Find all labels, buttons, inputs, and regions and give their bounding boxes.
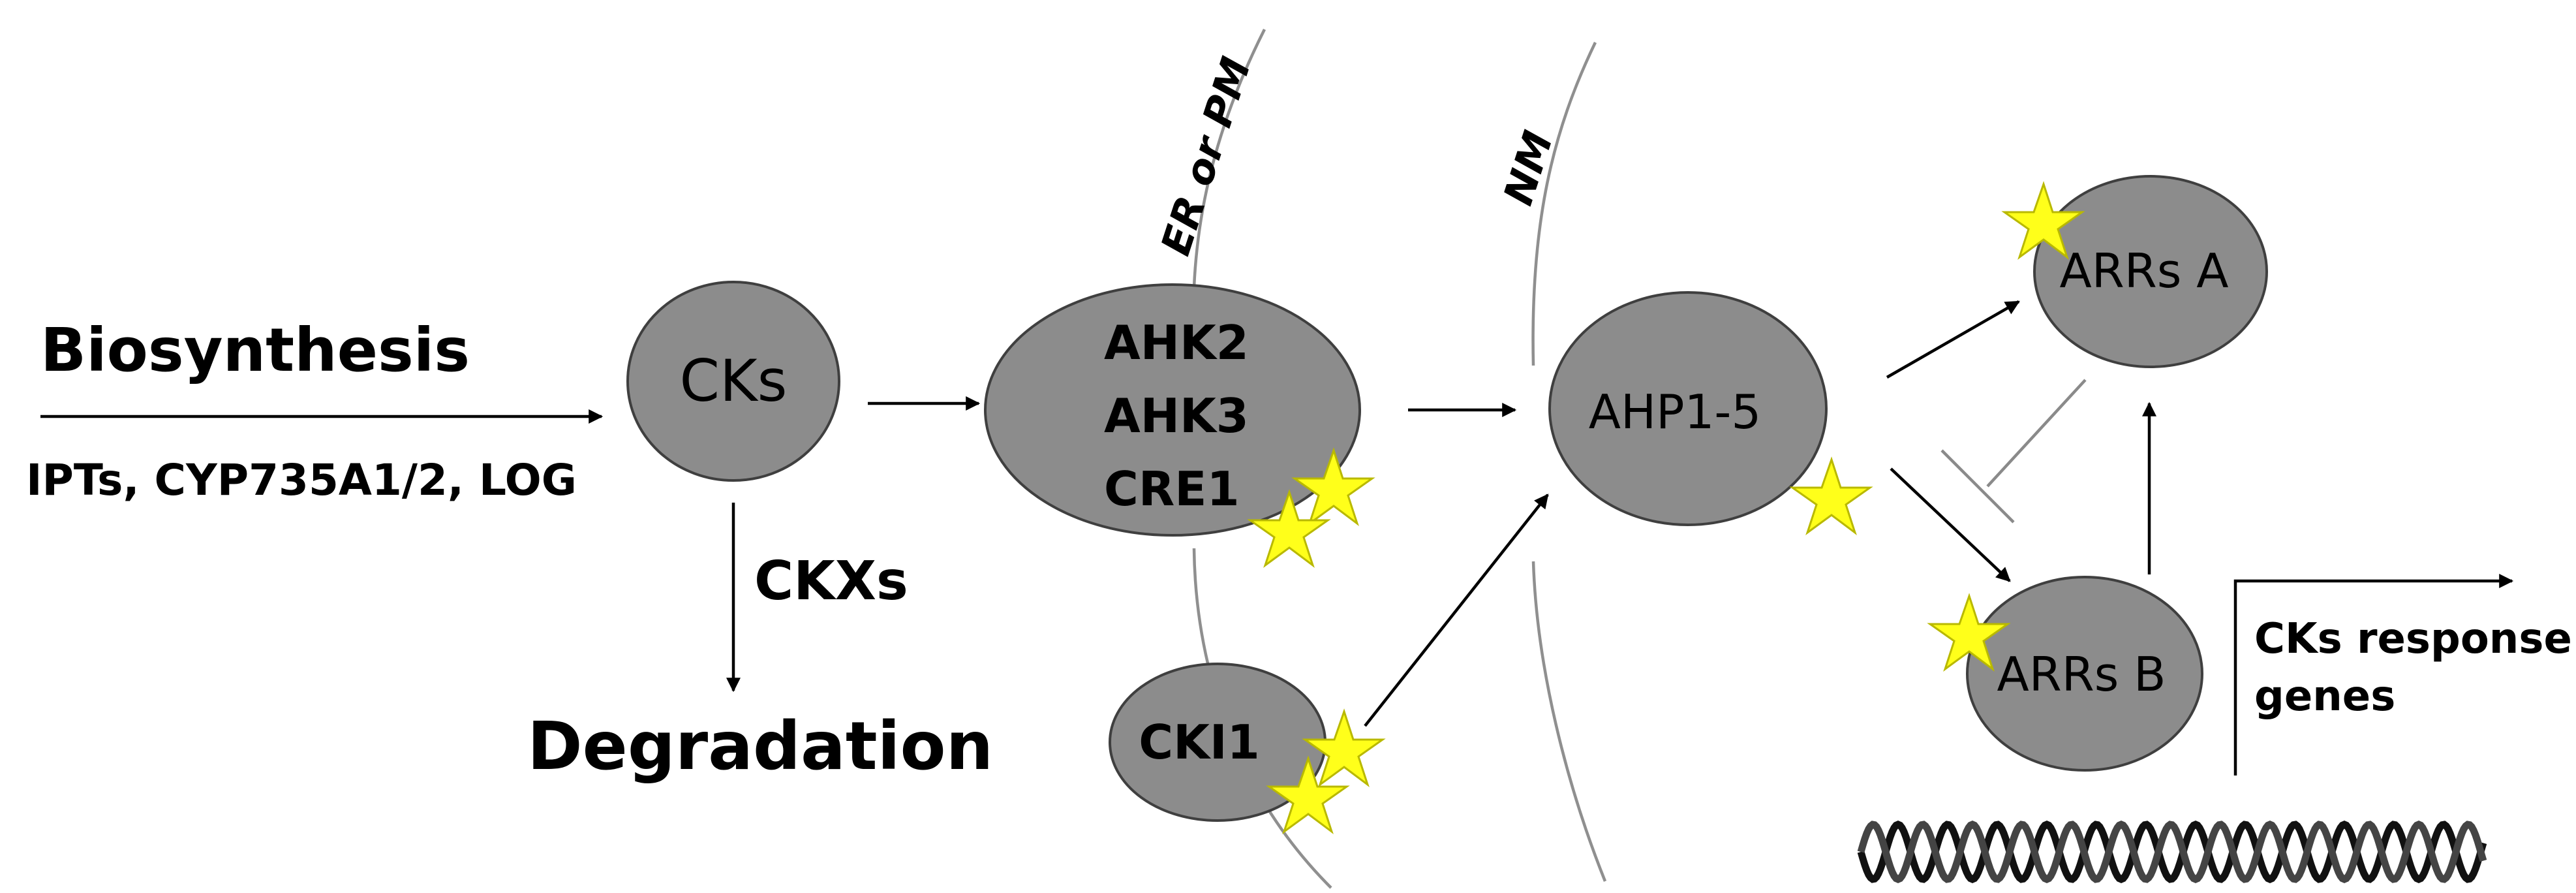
arrs-b-node: ARRs B <box>1966 576 2203 772</box>
cks-label: CKs <box>680 347 788 415</box>
nm-label: NM <box>1494 125 1563 211</box>
star-icon <box>1302 708 1386 788</box>
ahp-to-arrs-a-arrow <box>1886 300 2020 379</box>
cks-node: CKs <box>626 281 840 482</box>
receptor-node: AHK2 AHK3 CRE1 <box>984 283 1361 537</box>
biosynthesis-label: Biosynthesis <box>40 315 470 385</box>
ckxs-label: CKXs <box>754 550 908 612</box>
arrs-a-label: ARRs A <box>2060 243 2229 298</box>
arrs-a-inhibition-line <box>1986 379 2087 488</box>
star-icon <box>1266 755 1350 835</box>
star-icon <box>1247 489 1331 569</box>
cki1-label: CKI1 <box>1139 715 1260 770</box>
ahp-node: AHP1-5 <box>1548 291 1828 526</box>
star-icon <box>1927 593 2011 672</box>
nuclear-membrane <box>1531 42 1607 882</box>
biosynthesis-enzymes-label: IPTs, CYP735A1/2, LOG <box>26 455 577 505</box>
er-pm-label: ER or PM <box>1152 52 1260 261</box>
arrs-b-label: ARRs B <box>1997 647 2166 702</box>
arrs-a-inhibition-bar <box>1940 449 2015 524</box>
response-genes-label-line1: CKs response <box>2254 615 2572 663</box>
cki1-to-ahp-arrow <box>1364 494 1549 727</box>
ahp-to-arrs-b-arrow <box>1890 467 2011 582</box>
response-genes-label-line2: genes <box>2254 672 2395 721</box>
receptor-label-ahk3: AHK3 <box>1104 388 1249 443</box>
star-icon <box>2001 181 2085 260</box>
star-icon <box>1291 447 1375 527</box>
cki1-node: CKI1 <box>1109 663 1326 822</box>
dna-helix-icon <box>1857 821 2487 883</box>
degradation-label: Degradation <box>527 708 993 785</box>
arrs-a-node: ARRs A <box>2033 175 2268 368</box>
star-icon <box>1789 456 1873 536</box>
ahp-label: AHP1-5 <box>1589 384 1761 439</box>
transcription-arrow <box>2233 574 2514 776</box>
receptor-label-cre1: CRE1 <box>1104 462 1240 516</box>
receptor-label-ahk2: AHK2 <box>1104 315 1249 370</box>
